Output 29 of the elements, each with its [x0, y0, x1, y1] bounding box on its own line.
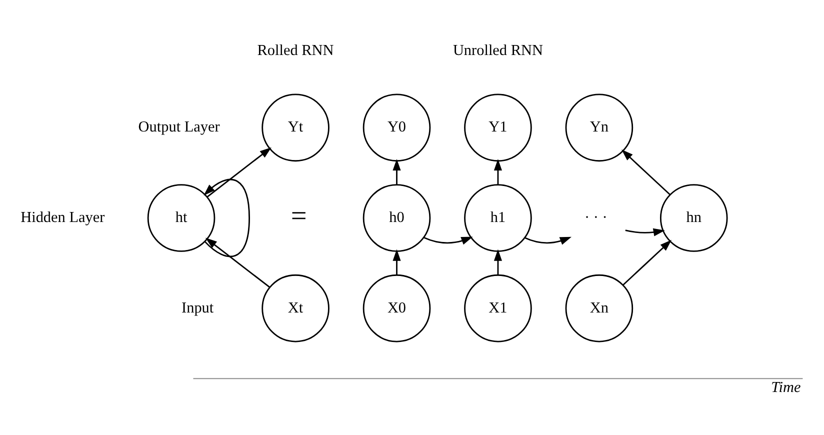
node-circle: X1 [464, 274, 532, 342]
node-text: · · · [584, 208, 608, 226]
label: Input [182, 298, 214, 316]
label: Output Layer [138, 118, 220, 136]
arrow [206, 146, 272, 197]
node-circle: X0 [362, 274, 431, 342]
label: = [290, 200, 307, 232]
arrow [622, 149, 670, 195]
arrow [494, 158, 502, 184]
arrow [524, 236, 572, 244]
arrow [494, 248, 502, 274]
node-circle: Y0 [362, 93, 431, 162]
label: Hidden Layer [20, 208, 105, 226]
node-circle: Xt [262, 274, 330, 342]
arrow [424, 236, 473, 244]
arrow [392, 158, 401, 184]
arrow [392, 248, 401, 274]
label: Time [771, 378, 801, 396]
arrow [625, 228, 665, 236]
node-circle: Xn [565, 274, 634, 342]
label: Rolled RNN [257, 41, 334, 58]
arrow [204, 178, 250, 257]
arrow [205, 237, 270, 288]
node-circle: Y1 [464, 93, 532, 162]
node-circle: h1 [464, 184, 532, 252]
node-circle: Yt [262, 93, 330, 162]
arrow [622, 239, 672, 286]
node-circle: h0 [362, 184, 431, 252]
label: Unrolled RNN [452, 41, 543, 58]
